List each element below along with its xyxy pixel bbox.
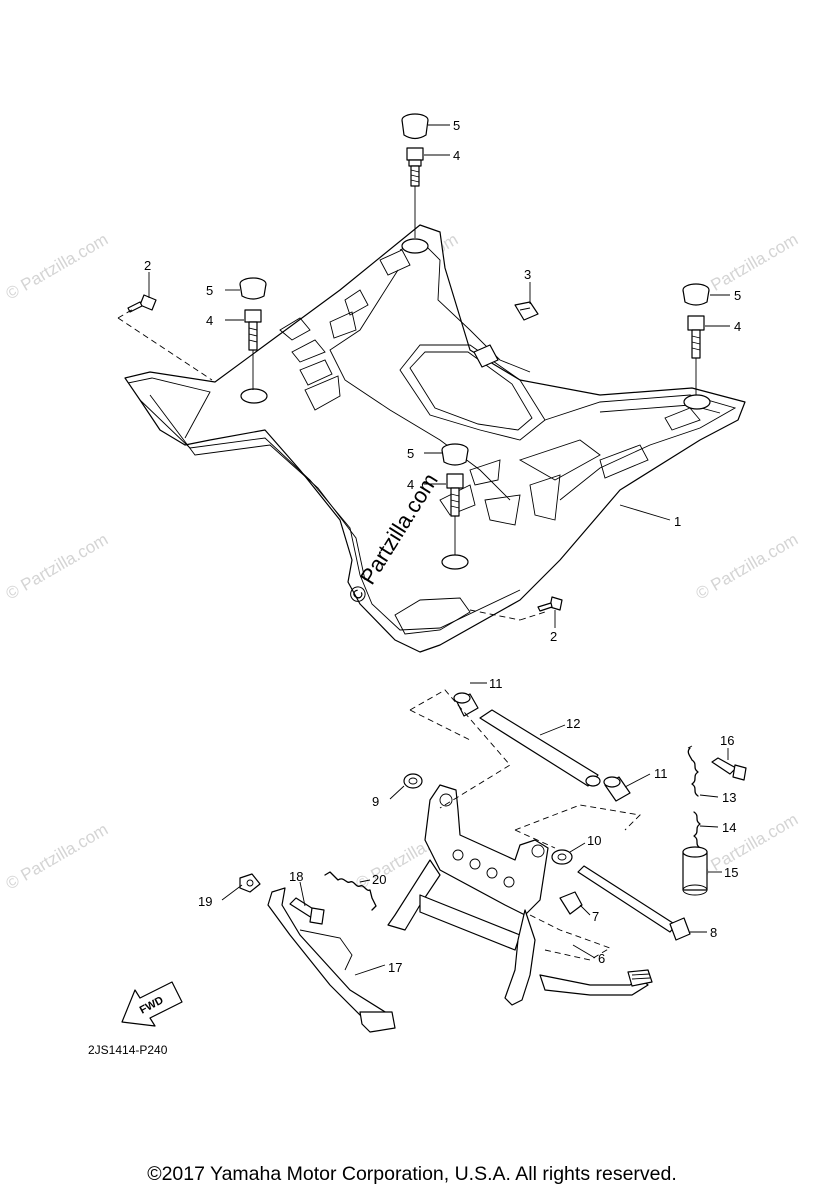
main-stand-part: [387, 784, 653, 1006]
callout-5: 5: [453, 118, 460, 133]
callout-2: 2: [144, 258, 151, 273]
side-stand-nut: [239, 873, 261, 893]
callout-16: 16: [720, 733, 734, 748]
bolt-left: [244, 309, 262, 390]
callout-4: 4: [453, 148, 460, 163]
callout-18: 18: [289, 869, 303, 884]
long-bolt: [577, 865, 691, 941]
washer: [551, 849, 573, 865]
spring-lower: [693, 811, 701, 849]
callout-15: 15: [724, 865, 738, 880]
bushing-lower: [603, 776, 631, 802]
screw-left: [127, 294, 157, 313]
callout-4: 4: [734, 319, 741, 334]
callout-13: 13: [722, 790, 736, 805]
cap-left: [239, 277, 267, 300]
watermark: © Partzilla.com: [3, 530, 112, 604]
bolt-top: [406, 147, 424, 238]
sleeve: [682, 846, 708, 896]
callout-6: 6: [598, 951, 605, 966]
bushing-upper: [453, 692, 479, 717]
callout-5: 5: [206, 283, 213, 298]
side-stand-bolt: [289, 897, 325, 925]
copyright-notice: ©2017 Yamaha Motor Corporation, U.S.A. A…: [147, 1163, 677, 1185]
callout-10: 10: [587, 833, 601, 848]
screw-right: [537, 596, 563, 612]
cap-right: [682, 283, 710, 306]
callout-5: 5: [734, 288, 741, 303]
callout-4: 4: [206, 313, 213, 328]
callout-8: 8: [710, 925, 717, 940]
watermark: © Partzilla.com: [693, 530, 802, 604]
bolt-center: [446, 473, 464, 555]
leader-lines: [148, 124, 730, 976]
callouts: 5 4 2 5 4 3 5 4 5 4 1 2 11 12 11 9 16 13…: [144, 118, 741, 975]
callout-12: 12: [566, 716, 580, 731]
mount-hole: [240, 388, 268, 404]
watermark: © Partzilla.com: [3, 820, 112, 894]
callout-14: 14: [722, 820, 736, 835]
callout-5: 5: [407, 446, 414, 461]
callout-9: 9: [372, 794, 379, 809]
cap-top: [401, 113, 429, 140]
side-stand-part: [267, 887, 396, 1033]
spring-bolt: [711, 757, 747, 781]
spring-upper: [687, 745, 699, 797]
mount-hole: [441, 554, 469, 570]
fwd-arrow-icon: FWD: [121, 981, 183, 1027]
callout-7: 7: [592, 909, 599, 924]
callout-2: 2: [550, 629, 557, 644]
clip-nut: [514, 301, 539, 321]
frame-under-cover-part: [124, 224, 746, 653]
callout-3: 3: [524, 267, 531, 282]
diagram-code: 2JS1414-P240: [88, 1043, 168, 1057]
watermark: © Partzilla.com: [3, 230, 112, 304]
callout-4: 4: [407, 477, 414, 492]
pivot-shaft: [479, 709, 601, 787]
side-stand-spring: [324, 871, 377, 911]
bolt-right: [687, 315, 705, 395]
mount-hole: [683, 394, 711, 410]
stopper: [559, 891, 583, 915]
callout-1: 1: [674, 514, 681, 529]
callout-11: 11: [489, 676, 503, 691]
cap-center: [441, 443, 469, 466]
callout-19: 19: [198, 894, 212, 909]
mount-hole: [401, 238, 429, 254]
callout-20: 20: [372, 872, 386, 887]
callout-17: 17: [388, 960, 402, 975]
collar: [403, 773, 423, 789]
callout-11: 11: [654, 766, 668, 781]
